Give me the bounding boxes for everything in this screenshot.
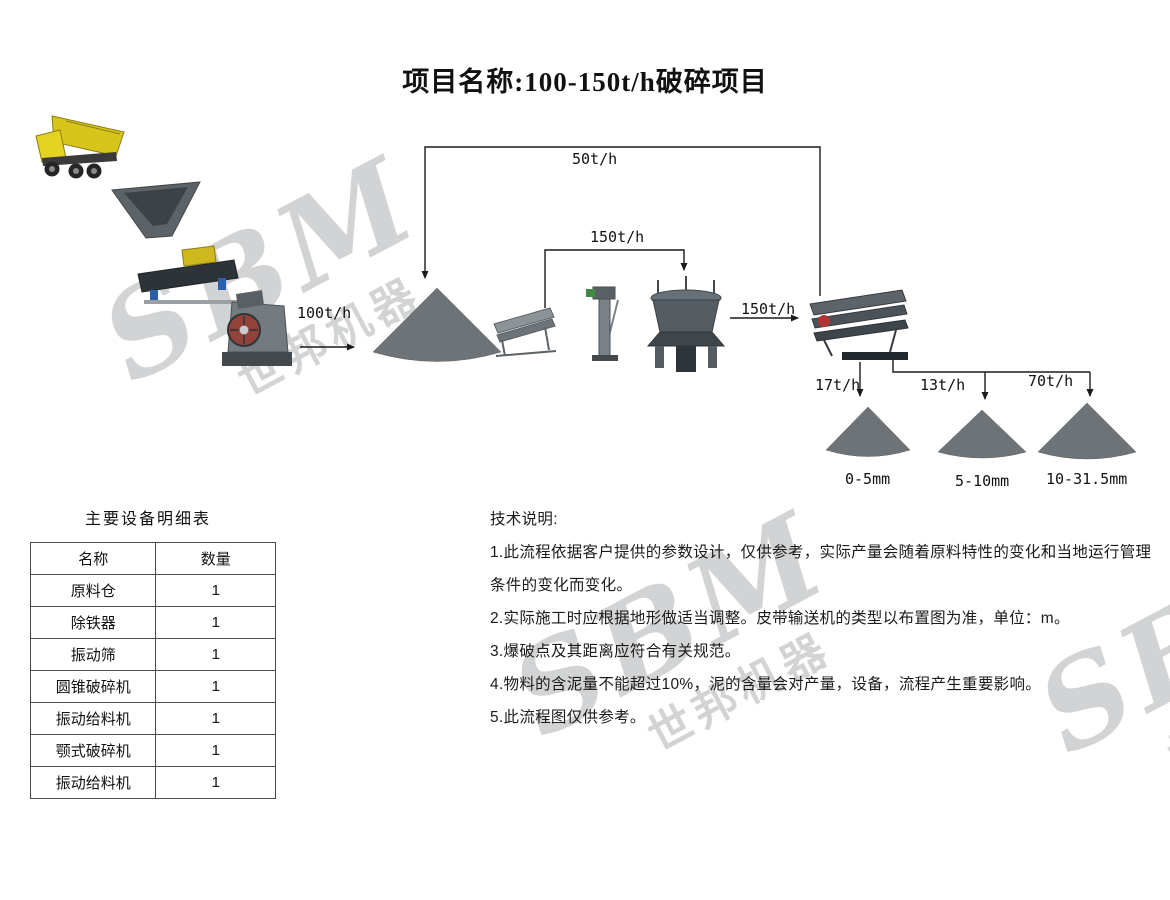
- hopper-icon: [111, 181, 201, 239]
- table-header-row: 名称 数量: [29, 542, 276, 575]
- note-item: 3.爆破点及其距离应符合有关规范。: [490, 643, 741, 660]
- notes-title: 技术说明:: [490, 511, 558, 528]
- equipment-qty: 1: [155, 638, 276, 671]
- dump-truck-icon: [35, 115, 125, 179]
- rate-label-screen-to-cone: 150t/h: [590, 228, 645, 246]
- rate-label-return-line: 50t/h: [572, 150, 618, 168]
- flow-connectors: [300, 146, 1094, 400]
- rate-label-cone-to-screen: 150t/h: [741, 300, 796, 318]
- rate-label-product-coarse: 70t/h: [1028, 372, 1074, 390]
- rate-label-product-medium: 13t/h: [920, 376, 966, 394]
- equipment-table-panel: 主要设备明细表 名称 数量 原料仓 1 除铁器 1 振动筛 1: [29, 505, 276, 799]
- size-label-fine: 0-5mm: [845, 470, 891, 488]
- product-pile-fine-icon: [825, 406, 911, 457]
- equipment-qty: 1: [155, 766, 276, 799]
- equipment-name: 振动给料机: [29, 702, 157, 735]
- equipment-qty: 1: [155, 670, 276, 703]
- equipment-name: 振动给料机: [29, 766, 157, 799]
- product-pile-medium-icon: [937, 409, 1027, 459]
- equipment-name: 原料仓: [29, 574, 157, 607]
- jaw-crusher-icon: [222, 290, 292, 366]
- product-pile-coarse-icon: [1037, 402, 1137, 460]
- equipment-name: 颚式破碎机: [29, 734, 157, 767]
- equipment-qty: 1: [155, 734, 276, 767]
- rate-label-jaw-to-stockpile: 100t/h: [297, 304, 352, 322]
- flow-diagram: [35, 115, 1137, 460]
- table-row: 振动给料机 1: [29, 766, 276, 799]
- equipment-qty: 1: [155, 574, 276, 607]
- feeder-iron-remover-icon: [137, 245, 244, 304]
- size-label-medium: 5-10mm: [955, 472, 1010, 490]
- technical-notes: 技术说明: 1.此流程依据客户提供的参数设计，仅供参考，实际产量会随着原料特性的…: [490, 503, 1158, 734]
- equipment-name: 振动筛: [29, 638, 157, 671]
- note-item: 1.此流程依据客户提供的参数设计，仅供参考，实际产量会随着原料特性的变化和当地运…: [490, 544, 1152, 594]
- header-qty: 数量: [155, 542, 276, 575]
- equipment-qty: 1: [155, 702, 276, 735]
- table-row: 除铁器 1: [29, 606, 276, 639]
- cone-crusher-icon: [646, 276, 726, 372]
- bucket-elevator-icon: [586, 286, 619, 361]
- header-name: 名称: [29, 542, 157, 575]
- table-row: 圆锥破碎机 1: [29, 670, 276, 703]
- rate-label-product-fine: 17t/h: [815, 376, 861, 394]
- stockpile-icon: [372, 287, 502, 362]
- equipment-table: 名称 数量 原料仓 1 除铁器 1 振动筛 1 圆锥破碎机: [29, 542, 276, 799]
- table-row: 原料仓 1: [29, 574, 276, 607]
- large-vibrating-screen-icon: [809, 289, 909, 360]
- page-title: 项目名称:100-150t/h破碎项目: [402, 67, 768, 97]
- equipment-table-title: 主要设备明细表: [85, 511, 212, 528]
- small-vibrating-screen-icon: [493, 307, 557, 357]
- size-label-coarse: 10-31.5mm: [1046, 470, 1128, 488]
- equipment-name: 圆锥破碎机: [29, 670, 157, 703]
- equipment-name: 除铁器: [29, 606, 157, 639]
- note-item: 5.此流程图仅供参考。: [490, 709, 646, 726]
- equipment-qty: 1: [155, 606, 276, 639]
- table-row: 振动筛 1: [29, 638, 276, 671]
- note-item: 2.实际施工时应根据地形做适当调整。皮带输送机的类型以布置图为准，单位：m。: [490, 610, 1070, 627]
- table-row: 振动给料机 1: [29, 702, 276, 735]
- note-item: 4.物料的含泥量不能超过10%，泥的含量会对产量，设备，流程产生重要影响。: [490, 676, 1042, 693]
- table-row: 颚式破碎机 1: [29, 734, 276, 767]
